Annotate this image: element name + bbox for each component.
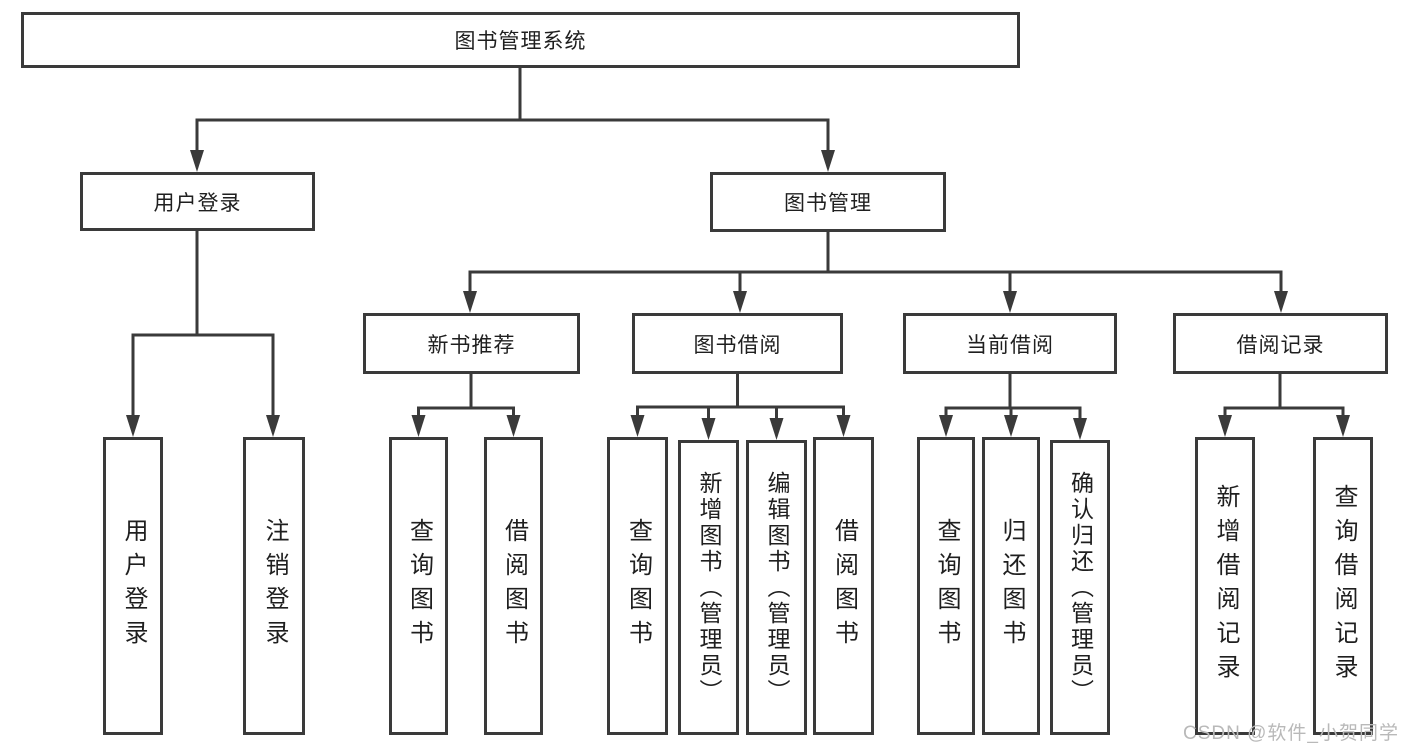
leaf-add-books-admin: 新增图书（管理员）	[678, 440, 739, 735]
node-library-management-system: 图书管理系统	[21, 12, 1020, 68]
connector-borrowing-records	[1218, 374, 1350, 437]
connector-new-book-recommendation	[411, 374, 521, 437]
connector-user-login	[126, 231, 280, 437]
leaf-query-books-current: 查询图书	[917, 437, 975, 735]
leaf-user-login: 用户登录	[103, 437, 163, 735]
leaf-borrow-books: 借阅图书	[813, 437, 874, 735]
leaf-add-borrow-record: 新增借阅记录	[1195, 437, 1255, 735]
leaf-query-borrow-record: 查询借阅记录	[1313, 437, 1373, 735]
leaf-borrow-books-recommend: 借阅图书	[484, 437, 543, 735]
connector-current-borrowing	[939, 374, 1087, 440]
node-borrowing-records: 借阅记录	[1173, 313, 1388, 374]
connector-book-management	[463, 232, 1288, 313]
leaf-confirm-return-admin: 确认归还（管理员）	[1050, 440, 1110, 735]
watermark: CSDN @软件_小贺同学	[1183, 723, 1399, 744]
node-current-borrowing: 当前借阅	[903, 313, 1117, 374]
leaf-query-books-borrow: 查询图书	[607, 437, 668, 735]
leaf-return-books: 归还图书	[982, 437, 1040, 735]
leaf-logout-login: 注销登录	[243, 437, 305, 735]
node-book-management: 图书管理	[710, 172, 946, 232]
node-new-book-recommendation: 新书推荐	[363, 313, 580, 374]
connector-book-borrowing	[630, 374, 851, 440]
leaf-edit-books-admin: 编辑图书（管理员）	[746, 440, 807, 735]
leaf-query-books-recommend: 查询图书	[389, 437, 448, 735]
node-book-borrowing: 图书借阅	[632, 313, 843, 374]
connector-root	[190, 68, 835, 172]
node-user-login: 用户登录	[80, 172, 315, 231]
